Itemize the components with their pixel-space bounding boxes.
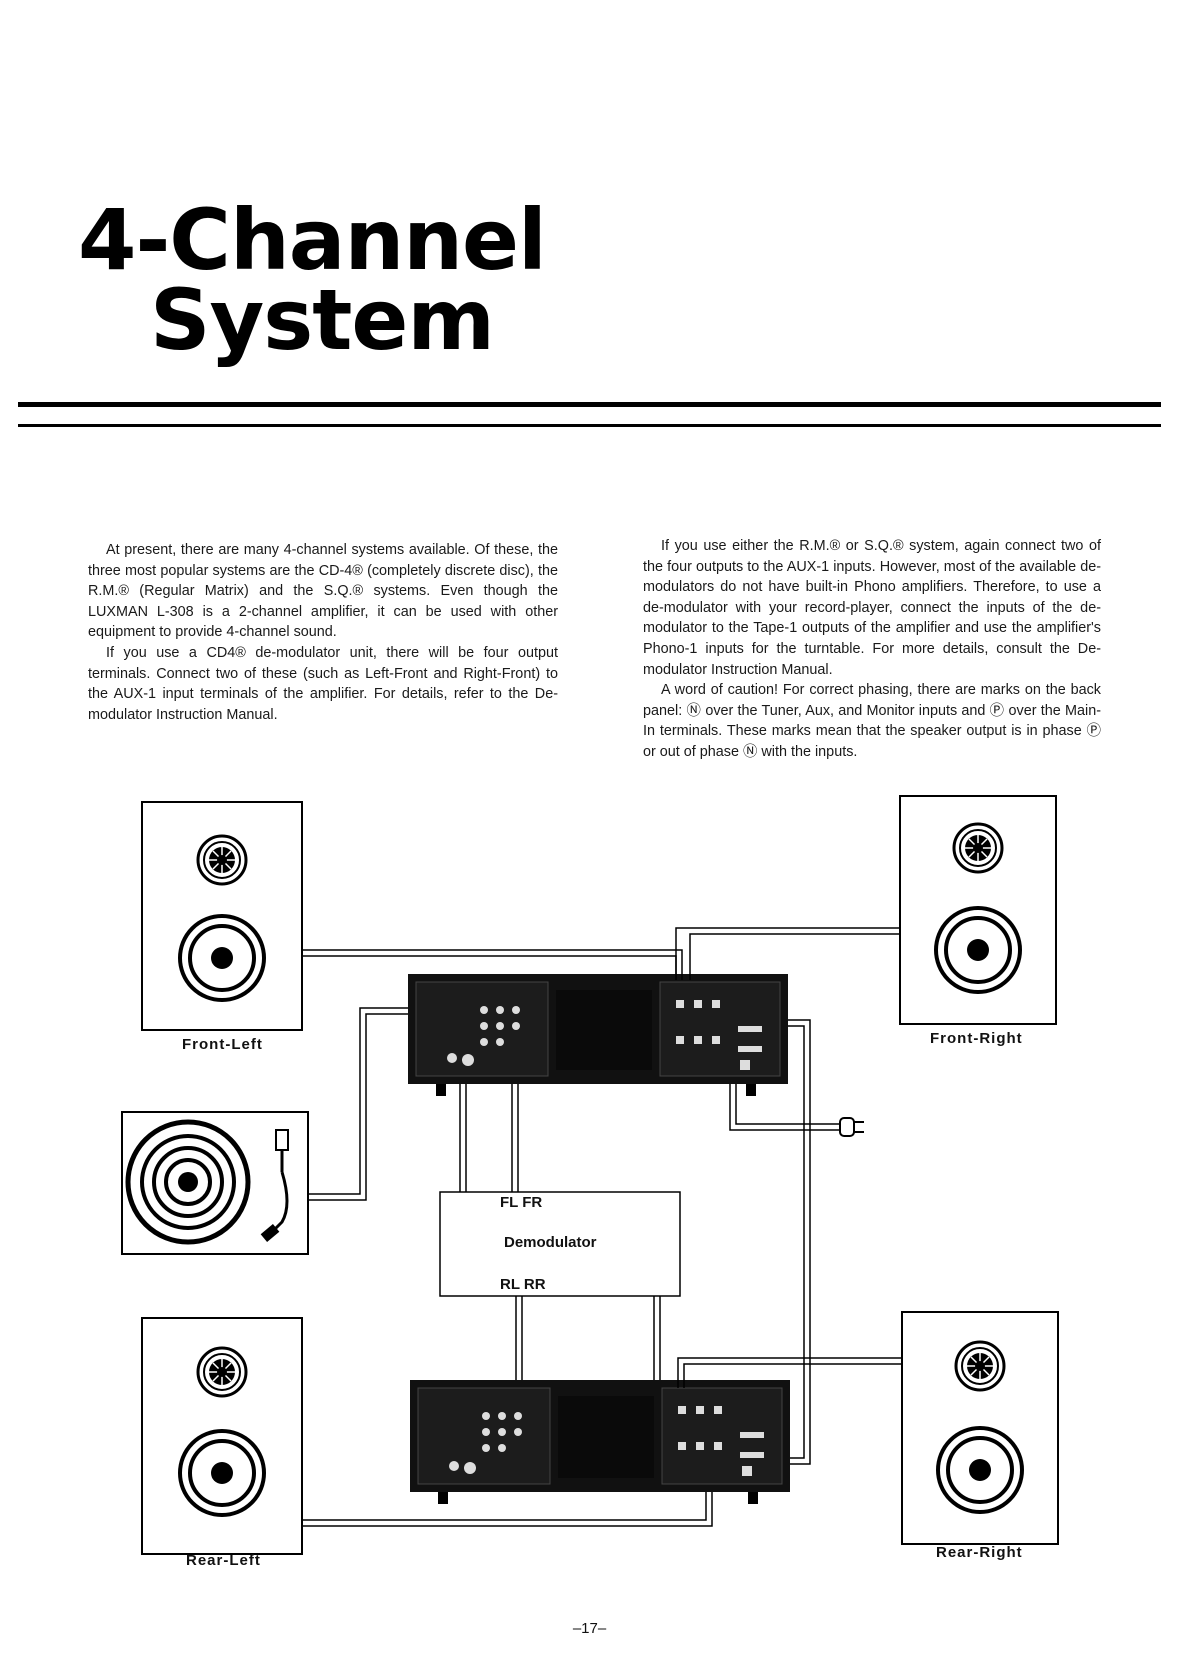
amplifier-lower (410, 1380, 790, 1504)
demodulator-box (439, 1191, 681, 1297)
front-right-label: Front-Right (930, 1030, 1023, 1047)
title-line-2: System (150, 271, 495, 369)
page-number: –17– (572, 1620, 607, 1637)
rear-left-label: Rear-Left (186, 1552, 261, 1569)
right-paragraph-1: If you use either the R.M.® or S.Q.® sys… (643, 538, 1101, 678)
page-title: 4-Channel System (78, 198, 547, 369)
left-paragraph-1: At present, there are many 4-channel sys… (88, 542, 558, 641)
demodulator-front-channels: FL FR (500, 1194, 543, 1211)
bottom-rule (18, 424, 1161, 427)
left-paragraph-2: If you use a CD4® de-modulator unit, the… (88, 644, 558, 723)
left-column: At present, there are many 4-channel sys… (88, 540, 558, 725)
rear-right-speaker (901, 1311, 1059, 1545)
title-line-1: 4-Channel (78, 191, 547, 289)
demodulator-rear-channels: RL RR (500, 1276, 546, 1293)
connection-wires (302, 927, 902, 1527)
front-right-speaker (899, 795, 1057, 1025)
demodulator-title: Demodulator (504, 1234, 597, 1251)
top-rule (18, 402, 1161, 407)
front-left-speaker (141, 801, 303, 1031)
rear-left-speaker (141, 1317, 303, 1555)
front-left-label: Front-Left (182, 1036, 263, 1053)
right-paragraph-2: A word of caution! For correct phasing, … (643, 682, 1101, 760)
power-plug-icon (839, 1117, 864, 1137)
rear-right-label: Rear-Right (936, 1544, 1023, 1561)
right-column: If you use either the R.M.® or S.Q.® sys… (643, 536, 1101, 763)
amplifier-upper (408, 974, 788, 1096)
turntable (121, 1111, 309, 1255)
